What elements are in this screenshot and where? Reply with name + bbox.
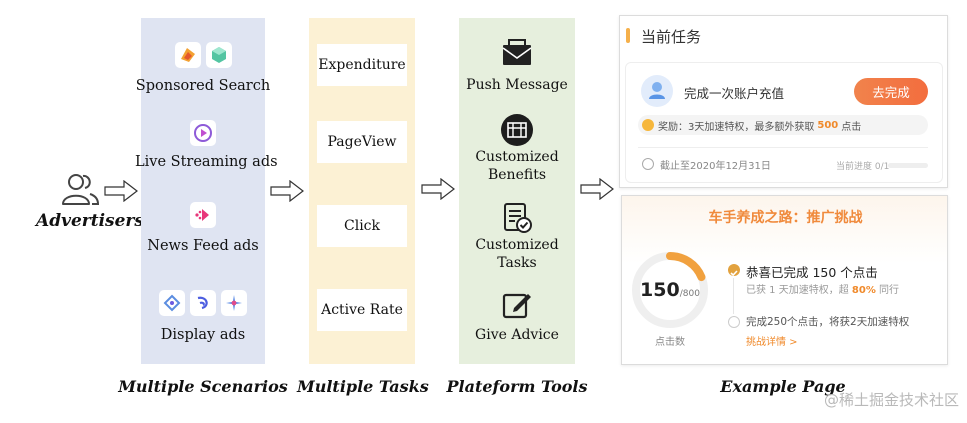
gauge-progress-arc [632, 252, 708, 328]
progress-bar [888, 163, 928, 168]
diamond-icon [159, 290, 185, 316]
arrow-right-icon [270, 180, 304, 202]
task-title: 完成一次账户充值 [684, 86, 785, 101]
task-pageview: PageView [317, 121, 407, 163]
flame-icon [174, 42, 201, 68]
gift-card-icon [501, 114, 533, 146]
scenario-live-streaming: Live Streaming ads [135, 154, 278, 170]
display-ads-icons [141, 290, 265, 316]
tasks-column: Expenditure PageView Click Active Rate [309, 18, 415, 364]
arrow-right-icon [580, 178, 614, 200]
sponsored-search-icons [141, 42, 265, 68]
task-click: Click [317, 205, 407, 247]
tool-push-message: Push Message [466, 77, 568, 93]
header-accent-bar [626, 28, 630, 43]
timeline-line [733, 278, 734, 314]
users-icon [62, 174, 100, 205]
check-circle-icon [728, 264, 740, 277]
task-active-rate: Active Rate [317, 289, 407, 331]
current-task-header: 当前任务 [641, 28, 702, 46]
cube-icon [205, 42, 232, 68]
challenge-details-link[interactable]: 挑战详情 > [746, 337, 798, 348]
arrow-right-icon [104, 180, 138, 202]
next-goal-text: 完成250个点击，将获2天加速特权 [746, 316, 910, 328]
progress-text: 当前进度 0/1 [836, 162, 890, 172]
tool-give-advice: Give Advice [475, 327, 559, 343]
gauge-value: 150/800 [640, 279, 700, 301]
done-text: 恭喜已完成 150 个点击 [746, 265, 878, 280]
clock-icon [642, 158, 654, 170]
task-expenditure: Expenditure [317, 44, 407, 86]
play-icon [190, 120, 216, 146]
challenge-card: 车手养成之路：推广挑战 150/800 点击数 恭喜已完成 150 个点击 已获… [621, 195, 948, 365]
done-subtext: 已获 1 天加速特权，超 80% 同行 [746, 285, 900, 296]
sparkle-icon [221, 290, 247, 316]
pending-circle-icon [728, 316, 740, 328]
tasks-title: Multiple Tasks [297, 377, 429, 396]
advertisers-label: Advertisers [36, 211, 144, 231]
news-feed-icons [141, 202, 265, 228]
live-streaming-icons [141, 120, 265, 146]
envelope-icon [502, 39, 532, 65]
direction-arrow-icon [190, 202, 216, 228]
challenge-title: 车手养成之路：推广挑战 [708, 210, 863, 226]
wallet-icon [641, 75, 673, 107]
scenario-display-ads: Display ads [160, 327, 246, 343]
scenario-news-feed: News Feed ads [147, 238, 259, 254]
coin-icon [642, 119, 654, 131]
scenarios-title: Multiple Scenarios [118, 377, 288, 396]
clicks-gauge [632, 252, 708, 328]
swirl-icon [190, 290, 216, 316]
example-page-title: Example Page [720, 377, 846, 396]
edit-icon [502, 293, 531, 319]
scenario-sponsored-search: Sponsored Search [135, 78, 271, 94]
watermark: @稀土掘金技术社区 [823, 391, 959, 409]
divider [638, 147, 928, 148]
tools-title: Plateform Tools [446, 377, 588, 396]
reward-row: 奖励： 3天加速特权，最多额外获取 500 点击 [638, 115, 928, 135]
complete-button[interactable]: 去完成 [854, 78, 928, 105]
gauge-label: 点击数 [655, 337, 685, 348]
deadline-text: 截止至2020年12月31日 [660, 161, 771, 172]
current-task-card: 当前任务 完成一次账户充值 去完成 奖励： 3天加速特权，最多额外获取 500 … [619, 15, 948, 188]
task-item: 完成一次账户充值 去完成 奖励： 3天加速特权，最多额外获取 500 点击 截止… [625, 62, 943, 183]
arrow-right-icon [421, 178, 455, 200]
checklist-icon [504, 203, 532, 233]
scenarios-column: Sponsored Search Live Streaming ads News… [135, 18, 278, 364]
